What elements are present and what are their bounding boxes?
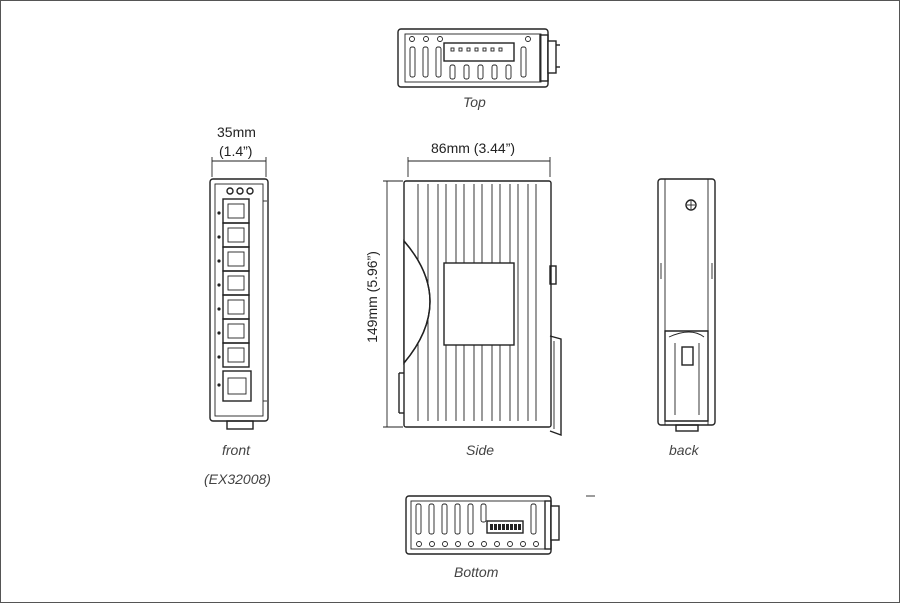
model-number: (EX32008)	[204, 471, 271, 487]
front-rj45-ports	[222, 198, 252, 402]
side-view-caption: Side	[466, 442, 495, 458]
side-height-dimension: 149mm (5.96”)	[364, 251, 380, 343]
top-view-caption: Top	[463, 94, 486, 110]
bottom-view-caption: Bottom	[454, 564, 499, 580]
top-ribs	[409, 46, 527, 80]
side-width-dimension: 86mm (3.44”)	[431, 140, 516, 156]
top-view	[397, 28, 560, 88]
back-view-caption: back	[669, 442, 699, 458]
top-connector-pins	[450, 47, 503, 52]
front-width-mm: 35mm	[217, 124, 256, 140]
front-port-dots	[217, 211, 221, 387]
front-view-caption: front	[222, 442, 251, 458]
back-view	[657, 178, 716, 432]
bottom-circles	[416, 541, 539, 547]
front-view	[209, 157, 269, 430]
front-width-in: (1.4”)	[219, 143, 253, 159]
dip-switches	[490, 524, 521, 530]
bottom-view	[405, 495, 595, 555]
side-view	[383, 157, 562, 436]
bottom-ribs	[415, 503, 537, 535]
